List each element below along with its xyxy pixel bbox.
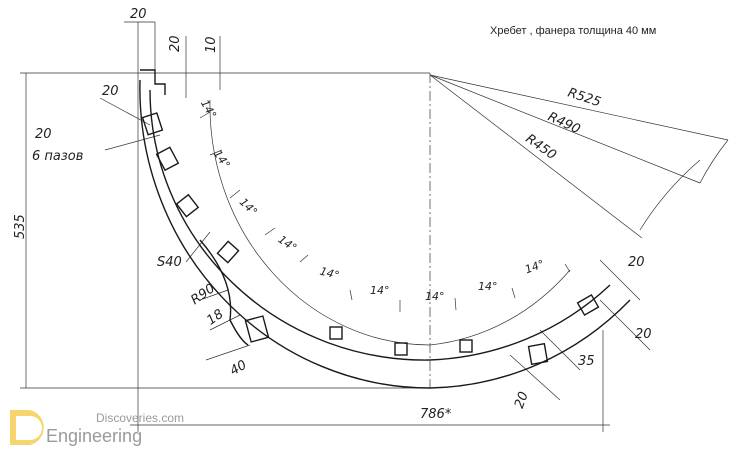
- dim-40: 40: [228, 358, 250, 379]
- drawing-title: Хребет , фанера толщина 40 мм: [490, 25, 656, 37]
- dim-top-width: 20: [130, 7, 147, 22]
- dim-right-20c: 20: [512, 390, 532, 411]
- dim-angle-7: 14°: [425, 290, 445, 303]
- dim-top-depth: 20: [168, 35, 183, 52]
- dim-height: 535: [13, 214, 28, 239]
- inner-arc: [209, 99, 571, 346]
- slots: [141, 112, 600, 366]
- middle-arc: [149, 89, 611, 361]
- watermark-line2: Engineering: [46, 426, 142, 446]
- dim-radius-inner: R450: [523, 131, 559, 163]
- dim-angle-3: 14°: [237, 196, 260, 219]
- dim-r90: R90: [188, 281, 218, 308]
- dim-overall-width: 786*: [420, 407, 452, 422]
- dim-18: 18: [204, 307, 226, 329]
- outer-arc: [139, 79, 631, 389]
- outer-offset-arc: [639, 139, 729, 231]
- dim-slots-a: 20: [35, 127, 52, 142]
- dim-right-20a: 20: [628, 255, 645, 270]
- dim-s40: S40: [157, 255, 182, 270]
- dim-radius-mid: R490: [545, 109, 582, 137]
- dim-slot-width: 20: [102, 84, 119, 99]
- watermark-line1: Discoveries.com: [96, 411, 184, 425]
- dim-top-small: 10: [204, 36, 219, 53]
- dim-slots-b: 6 пазов: [32, 149, 83, 164]
- dim-angle-4: 14°: [276, 233, 299, 255]
- dim-radius-outer: R525: [566, 86, 603, 111]
- dim-angle-5: 14°: [318, 265, 340, 283]
- spine-part: [139, 69, 729, 389]
- dim-right-35: 35: [578, 354, 595, 369]
- watermark: Discoveries.com Engineering: [10, 410, 184, 446]
- dim-right-20b: 20: [635, 327, 652, 342]
- dim-angle-9: 14°: [523, 257, 546, 276]
- dimension-lines: [20, 21, 729, 432]
- dim-angle-8: 14°: [478, 280, 498, 293]
- dim-angle-6: 14°: [370, 284, 390, 297]
